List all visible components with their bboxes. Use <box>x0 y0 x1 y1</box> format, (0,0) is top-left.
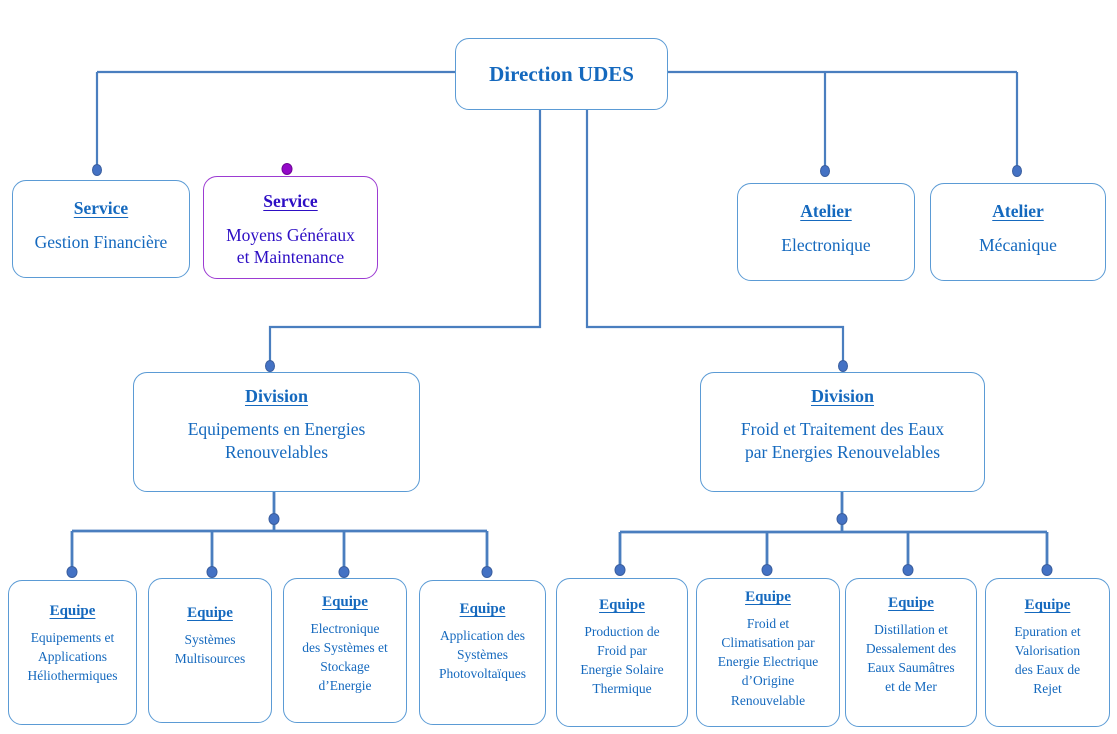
equipe-body: Epuration et Valorisation des Eaux de Re… <box>1014 624 1081 697</box>
org-node-atelier-electronique: Atelier Electronique <box>737 183 915 281</box>
equipe-heading: Equipe <box>459 601 506 617</box>
service-heading: Service <box>263 191 318 211</box>
division-heading: Division <box>810 386 875 406</box>
equipe-body: Distillation et Dessalement des Eaux Sau… <box>865 622 957 695</box>
org-node-equipe-heliothermiques: Equipe Equipements et Applications Hélio… <box>8 580 137 725</box>
equipe-body: Systèmes Multisources <box>174 632 246 667</box>
equipe-heading: Equipe <box>322 594 368 610</box>
division-body: Froid et Traitement des Eaux par Energie… <box>740 419 945 462</box>
org-node-atelier-mecanique: Atelier Mécanique <box>930 183 1106 281</box>
equipe-body: Equipements et Applications Héliothermiq… <box>27 630 118 684</box>
equipe-heading: Equipe <box>49 603 96 619</box>
equipe-heading: Equipe <box>1024 597 1071 613</box>
atelier-body: Electronique <box>781 235 871 255</box>
equipe-heading: Equipe <box>888 595 934 611</box>
org-node-equipe-froid-solaire: Equipe Production de Froid par Energie S… <box>556 578 688 727</box>
org-node-service-moyens-generaux: Service Moyens Généraux et Maintenance <box>203 176 378 279</box>
equipe-heading: Equipe <box>745 589 791 605</box>
org-node-equipe-photovoltaiques: Equipe Application des Systèmes Photovol… <box>419 580 546 725</box>
division-body: Equipements en Energies Renouvelables <box>187 419 366 462</box>
direction-title: Direction UDES <box>489 61 634 86</box>
equipe-body: Electronique des Systèmes et Stockage d’… <box>302 621 388 694</box>
equipe-body: Froid et Climatisation par Energie Elect… <box>717 616 819 708</box>
org-node-direction: Direction UDES <box>455 38 668 110</box>
equipe-heading: Equipe <box>599 597 645 613</box>
division-heading: Division <box>244 386 309 406</box>
org-node-service-gestion-financiere: Service Gestion Financière <box>12 180 190 278</box>
org-node-equipe-electronique-stockage: Equipe Electronique des Systèmes et Stoc… <box>283 578 407 723</box>
org-node-division-froid-eaux: Division Froid et Traitement des Eaux pa… <box>700 372 985 492</box>
org-node-division-equipements: Division Equipements en Energies Renouve… <box>133 372 420 492</box>
org-node-equipe-climatisation: Equipe Froid et Climatisation par Energi… <box>696 578 840 727</box>
atelier-body: Mécanique <box>979 235 1057 255</box>
service-body: Moyens Généraux et Maintenance <box>226 225 355 267</box>
org-node-equipe-epuration: Equipe Epuration et Valorisation des Eau… <box>985 578 1110 727</box>
org-node-equipe-distillation: Equipe Distillation et Dessalement des E… <box>845 578 977 727</box>
service-heading: Service <box>73 198 129 218</box>
service-body: Gestion Financière <box>34 232 168 252</box>
equipe-body: Application des Systèmes Photovoltaïques <box>439 628 526 682</box>
atelier-heading: Atelier <box>800 201 852 221</box>
equipe-heading: Equipe <box>187 605 233 621</box>
equipe-body: Production de Froid par Energie Solaire … <box>580 624 664 697</box>
org-node-equipe-multisources: Equipe Systèmes Multisources <box>148 578 272 723</box>
atelier-heading: Atelier <box>992 201 1044 221</box>
